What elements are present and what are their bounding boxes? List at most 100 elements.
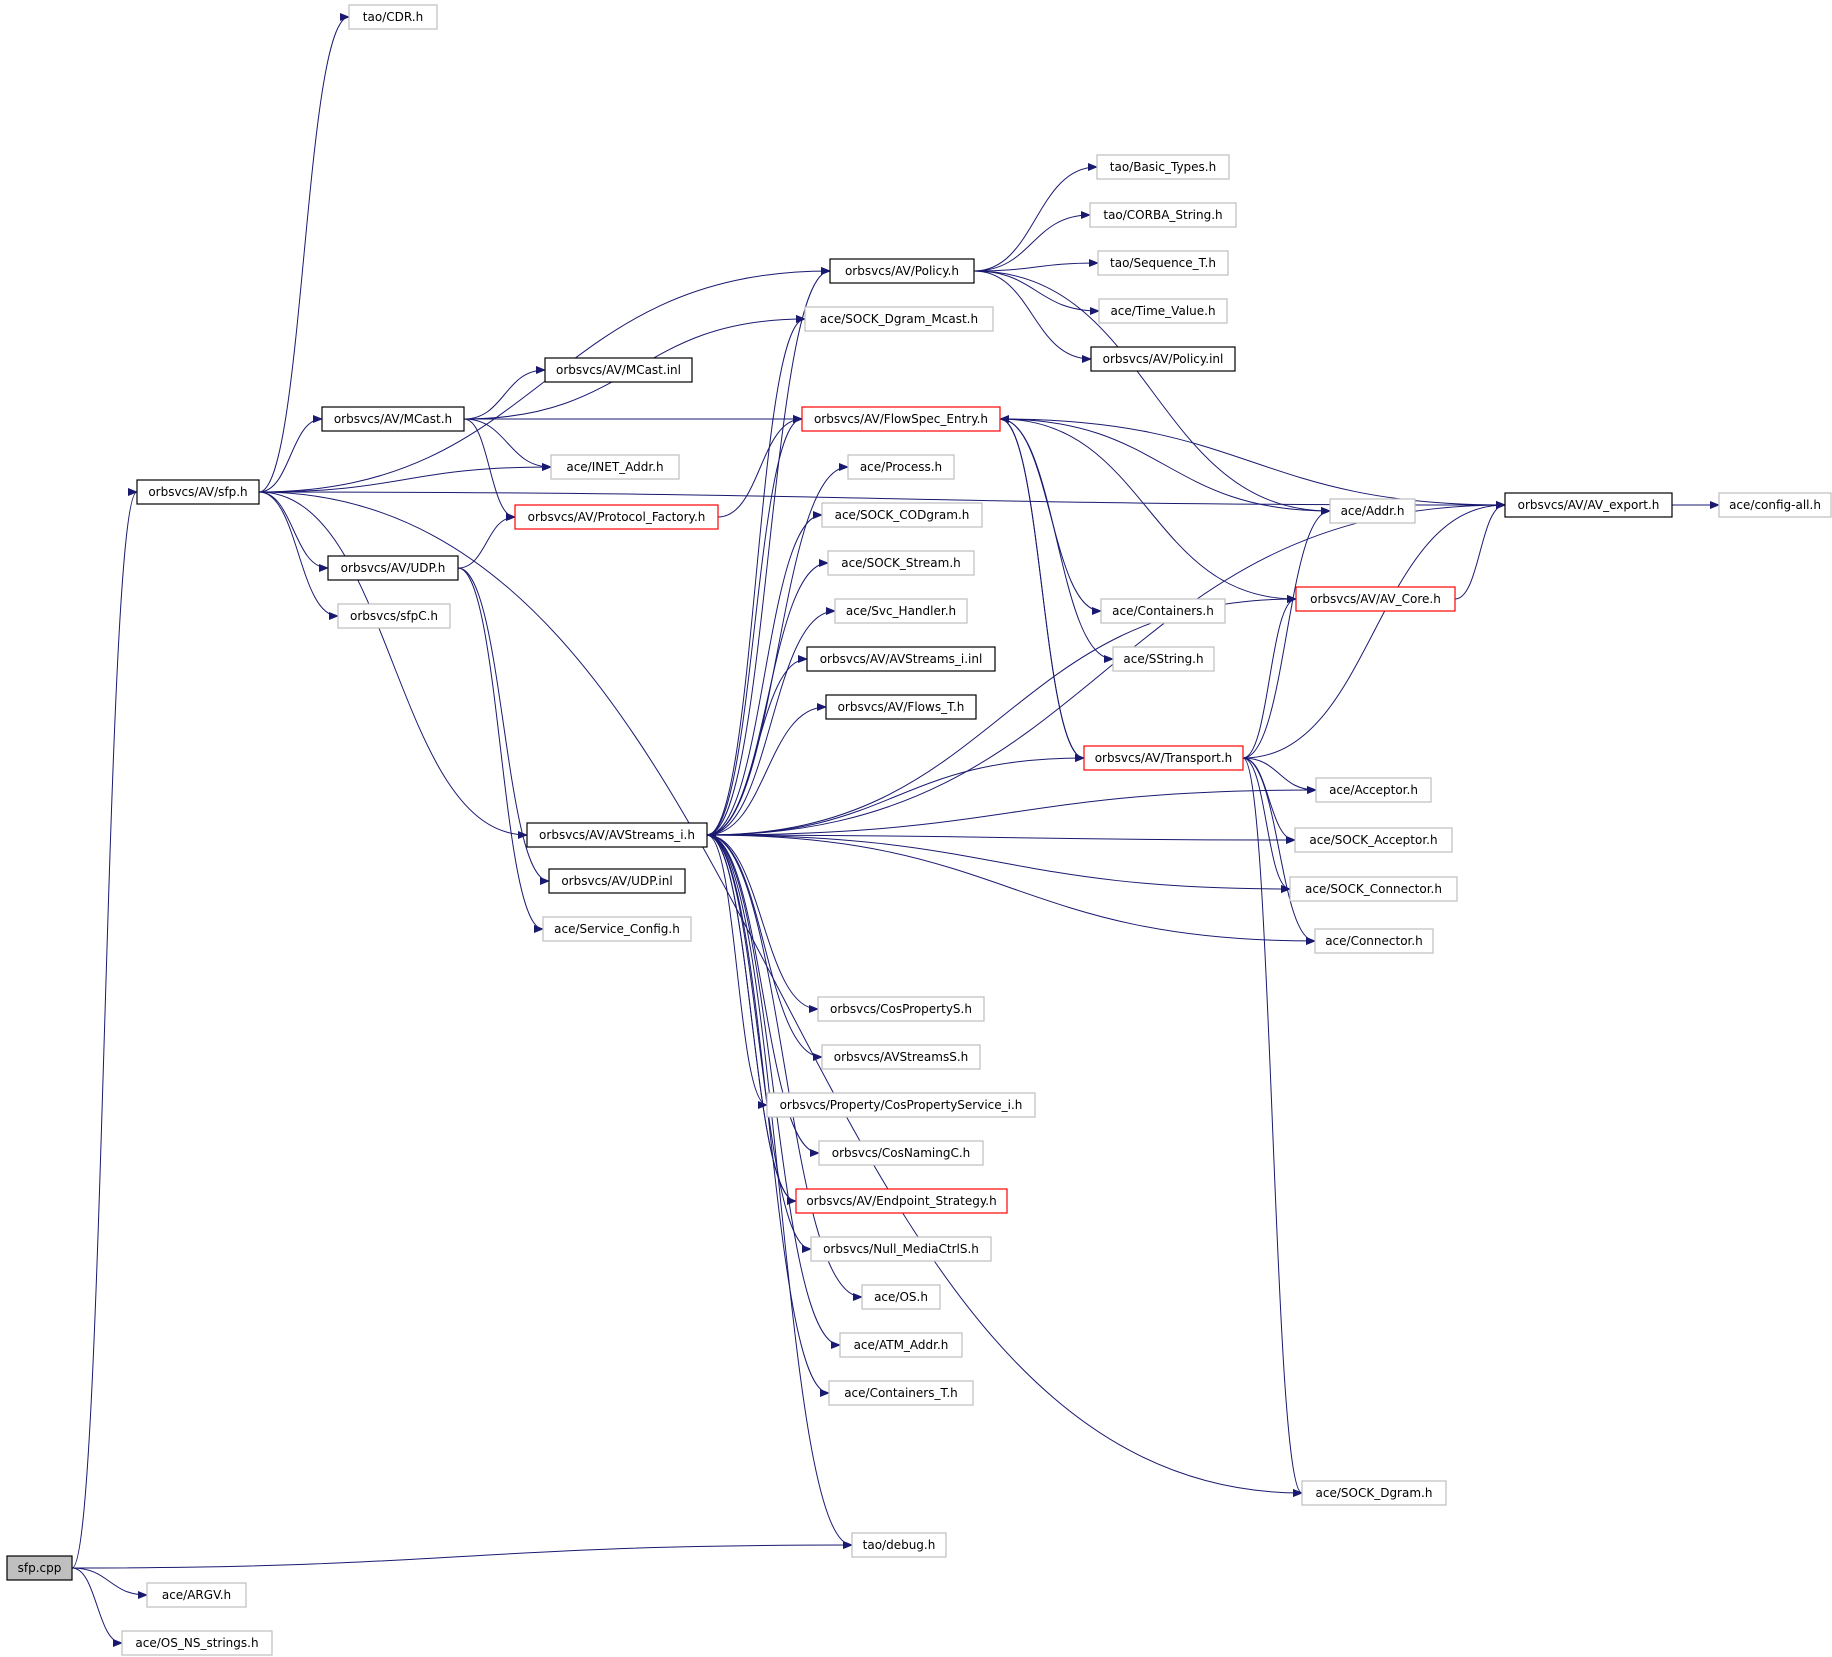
node-ace-svc-handler-h[interactable]: ace/Svc_Handler.h: [834, 598, 968, 624]
node-orbsvcs-av-avstreams-i-inl[interactable]: orbsvcs/AV/AVStreams_i.inl: [806, 646, 996, 672]
node-orbsvcs-cospropertys-h[interactable]: orbsvcs/CosPropertyS.h: [817, 996, 985, 1022]
node-orbsvcs-av-avstreams-i-h[interactable]: orbsvcs/AV/AVStreams_i.h: [526, 822, 708, 848]
node-box[interactable]: [1289, 876, 1458, 902]
node-orbsvcs-avstreamss-h[interactable]: orbsvcs/AVStreamsS.h: [821, 1044, 981, 1070]
node-ace-os-h[interactable]: ace/OS.h: [861, 1284, 941, 1310]
node-ace-service-config-h[interactable]: ace/Service_Config.h: [542, 916, 692, 942]
node-ace-atm-addr-h[interactable]: ace/ATM_Addr.h: [839, 1332, 963, 1358]
node-orbsvcs-av-policy-h[interactable]: orbsvcs/AV/Policy.h: [829, 258, 975, 284]
node-box[interactable]: [827, 550, 975, 576]
node-box[interactable]: [839, 1332, 963, 1358]
node-box[interactable]: [1329, 498, 1416, 524]
node-box[interactable]: [1315, 777, 1432, 803]
node-box[interactable]: [321, 406, 465, 432]
node-ace-acceptor-h[interactable]: ace/Acceptor.h: [1315, 777, 1432, 803]
node-box[interactable]: [1718, 492, 1832, 518]
node-orbsvcs-cosnamingc-h[interactable]: orbsvcs/CosNamingC.h: [818, 1140, 984, 1166]
node-ace-argv-h[interactable]: ace/ARGV.h: [146, 1582, 247, 1608]
node-orbsvcs-av-transport-h[interactable]: orbsvcs/AV/Transport.h: [1083, 745, 1244, 771]
node-box[interactable]: [821, 502, 983, 528]
node-ace-connector-h[interactable]: ace/Connector.h: [1314, 928, 1434, 954]
node-sfp-cpp[interactable]: sfp.cpp: [6, 1555, 73, 1581]
node-box[interactable]: [1090, 346, 1236, 372]
node-ace-sock-codgram-h[interactable]: ace/SOCK_CODgram.h: [821, 502, 983, 528]
node-box[interactable]: [1098, 298, 1228, 324]
node-box[interactable]: [6, 1555, 73, 1581]
node-ace-containers-t-h[interactable]: ace/Containers_T.h: [828, 1380, 974, 1406]
node-box[interactable]: [514, 504, 719, 530]
node-box[interactable]: [1096, 154, 1230, 180]
node-box[interactable]: [804, 306, 994, 332]
node-tao-basic-types-h[interactable]: tao/Basic_Types.h: [1096, 154, 1230, 180]
node-box[interactable]: [146, 1582, 247, 1608]
node-orbsvcs-av-flows-t-h[interactable]: orbsvcs/AV/Flows_T.h: [825, 694, 977, 720]
node-box[interactable]: [1097, 250, 1229, 276]
node-box[interactable]: [1100, 598, 1226, 624]
node-box[interactable]: [1089, 202, 1237, 228]
node-box[interactable]: [327, 555, 459, 581]
node-tao-sequence-t-h[interactable]: tao/Sequence_T.h: [1097, 250, 1229, 276]
node-box[interactable]: [801, 406, 1001, 432]
node-box[interactable]: [818, 1140, 984, 1166]
node-orbsvcs-av-udp-h[interactable]: orbsvcs/AV/UDP.h: [327, 555, 459, 581]
node-ace-containers-h[interactable]: ace/Containers.h: [1100, 598, 1226, 624]
node-box[interactable]: [851, 1532, 947, 1558]
node-ace-inet-addr-h[interactable]: ace/INET_Addr.h: [550, 454, 680, 480]
node-orbsvcs-av-protocol-factory-h[interactable]: orbsvcs/AV/Protocol_Factory.h: [514, 504, 719, 530]
node-ace-config-all-h[interactable]: ace/config-all.h: [1718, 492, 1832, 518]
node-ace-sock-stream-h[interactable]: ace/SOCK_Stream.h: [827, 550, 975, 576]
node-orbsvcs-av-mcast-inl[interactable]: orbsvcs/AV/MCast.inl: [544, 357, 693, 383]
node-box[interactable]: [526, 822, 708, 848]
node-ace-sock-acceptor-h[interactable]: ace/SOCK_Acceptor.h: [1294, 827, 1453, 853]
node-box[interactable]: [1504, 492, 1673, 518]
node-tao-corba-string-h[interactable]: tao/CORBA_String.h: [1089, 202, 1237, 228]
node-box[interactable]: [861, 1284, 941, 1310]
node-box[interactable]: [828, 1380, 974, 1406]
node-box[interactable]: [1295, 586, 1456, 612]
node-orbsvcs-av-policy-inl[interactable]: orbsvcs/AV/Policy.inl: [1090, 346, 1236, 372]
node-ace-sstring-h[interactable]: ace/SString.h: [1112, 646, 1215, 672]
node-box[interactable]: [1301, 1480, 1447, 1506]
node-orbsvcs-av-av-core-h[interactable]: orbsvcs/AV/AV_Core.h: [1295, 586, 1456, 612]
node-box[interactable]: [829, 258, 975, 284]
node-ace-sock-connector-h[interactable]: ace/SOCK_Connector.h: [1289, 876, 1458, 902]
node-box[interactable]: [810, 1236, 992, 1262]
node-orbsvcs-av-flowspec-entry-h[interactable]: orbsvcs/AV/FlowSpec_Entry.h: [801, 406, 1001, 432]
node-orbsvcs-av-endpoint-strategy-h[interactable]: orbsvcs/AV/Endpoint_Strategy.h: [795, 1188, 1008, 1214]
node-orbsvcs-av-sfp-h[interactable]: orbsvcs/AV/sfp.h: [136, 479, 260, 505]
node-orbsvcs-property-cospropertyservice-i-h[interactable]: orbsvcs/Property/CosPropertyService_i.h: [766, 1092, 1036, 1118]
node-orbsvcs-av-mcast-h[interactable]: orbsvcs/AV/MCast.h: [321, 406, 465, 432]
node-box[interactable]: [817, 996, 985, 1022]
node-tao-debug-h[interactable]: tao/debug.h: [851, 1532, 947, 1558]
node-orbsvcs-av-udp-inl[interactable]: orbsvcs/AV/UDP.inl: [548, 868, 686, 894]
node-box[interactable]: [847, 454, 955, 480]
node-box[interactable]: [337, 603, 451, 629]
node-box[interactable]: [1083, 745, 1244, 771]
node-box[interactable]: [136, 479, 260, 505]
node-box[interactable]: [550, 454, 680, 480]
node-box[interactable]: [1112, 646, 1215, 672]
node-ace-time-value-h[interactable]: ace/Time_Value.h: [1098, 298, 1228, 324]
node-box[interactable]: [825, 694, 977, 720]
node-box[interactable]: [766, 1092, 1036, 1118]
node-box[interactable]: [1314, 928, 1434, 954]
node-orbsvcs-sfpc-h[interactable]: orbsvcs/sfpC.h: [337, 603, 451, 629]
node-box[interactable]: [1294, 827, 1453, 853]
node-box[interactable]: [795, 1188, 1008, 1214]
node-ace-sock-dgram-h[interactable]: ace/SOCK_Dgram.h: [1301, 1480, 1447, 1506]
node-box[interactable]: [548, 868, 686, 894]
node-box[interactable]: [542, 916, 692, 942]
node-box[interactable]: [806, 646, 996, 672]
node-box[interactable]: [834, 598, 968, 624]
node-ace-os-ns-strings-h[interactable]: ace/OS_NS_strings.h: [121, 1630, 273, 1656]
node-box[interactable]: [821, 1044, 981, 1070]
node-ace-sock-dgram-mcast-h[interactable]: ace/SOCK_Dgram_Mcast.h: [804, 306, 994, 332]
node-orbsvcs-null-mediactrls-h[interactable]: orbsvcs/Null_MediaCtrlS.h: [810, 1236, 992, 1262]
node-box[interactable]: [348, 4, 438, 30]
node-orbsvcs-av-av-export-h[interactable]: orbsvcs/AV/AV_export.h: [1504, 492, 1673, 518]
node-ace-addr-h[interactable]: ace/Addr.h: [1329, 498, 1416, 524]
node-box[interactable]: [544, 357, 693, 383]
node-box[interactable]: [121, 1630, 273, 1656]
node-ace-process-h[interactable]: ace/Process.h: [847, 454, 955, 480]
node-tao-cdr-h[interactable]: tao/CDR.h: [348, 4, 438, 30]
